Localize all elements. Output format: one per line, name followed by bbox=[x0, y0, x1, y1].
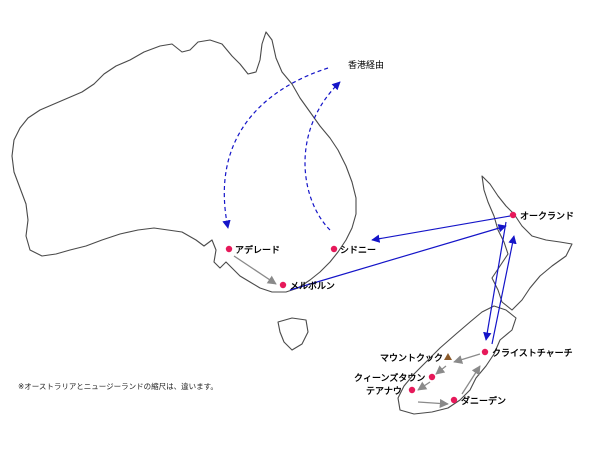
route-adelaide-melbourne bbox=[233, 255, 277, 285]
city-dot-auckland bbox=[509, 211, 517, 219]
australia-coastline bbox=[11, 31, 357, 293]
city-dot-dunedin bbox=[450, 396, 458, 404]
via-hongkong-label: 香港経由 bbox=[348, 59, 384, 71]
route-mountcook-queenstown bbox=[435, 365, 447, 375]
city-label-mountcook: マウントクック bbox=[380, 353, 443, 364]
route-auckland-sydney bbox=[371, 215, 511, 243]
city-dot-sydney bbox=[330, 245, 338, 253]
route-sydney-hongkong bbox=[304, 81, 341, 231]
city-label-melbourne: メルボルン bbox=[290, 280, 335, 292]
route-auckland-christchurch bbox=[483, 221, 507, 341]
city-dot-teanau bbox=[408, 386, 416, 394]
city-label-auckland: オークランド bbox=[520, 211, 574, 222]
city-label-teanau: テアナウ bbox=[366, 386, 402, 397]
city-label-dunedin: ダニーデン bbox=[461, 395, 506, 407]
nz-north-island-coastline bbox=[481, 175, 573, 311]
city-dot-queenstown bbox=[428, 373, 436, 381]
route-christchurch-auckland bbox=[491, 235, 517, 345]
city-dot-adelaide bbox=[225, 245, 233, 253]
city-label-adelaide: アデレード bbox=[235, 244, 280, 256]
route-melbourne-auckland bbox=[289, 224, 507, 291]
route-teanau-dunedin bbox=[417, 398, 449, 408]
route-hongkong-adelaide bbox=[222, 67, 329, 229]
tasmania-coastline bbox=[277, 317, 309, 351]
route-dunedin-christchurch bbox=[461, 365, 481, 395]
city-label-christchurch: クライストチャーチ bbox=[492, 348, 573, 359]
city-dot-christchurch bbox=[481, 348, 489, 356]
route-christchurch-mountcook bbox=[453, 353, 481, 364]
route-queenstown-teanau bbox=[417, 381, 431, 391]
city-label-queenstown: クィーンズタウン bbox=[354, 372, 425, 384]
city-dot-melbourne bbox=[279, 281, 287, 289]
mountain-icon bbox=[444, 353, 452, 360]
scale-note: ※オーストラリアとニュージーランドの縮尺は、違います。 bbox=[18, 382, 218, 391]
city-label-sydney: シドニー bbox=[340, 245, 376, 256]
